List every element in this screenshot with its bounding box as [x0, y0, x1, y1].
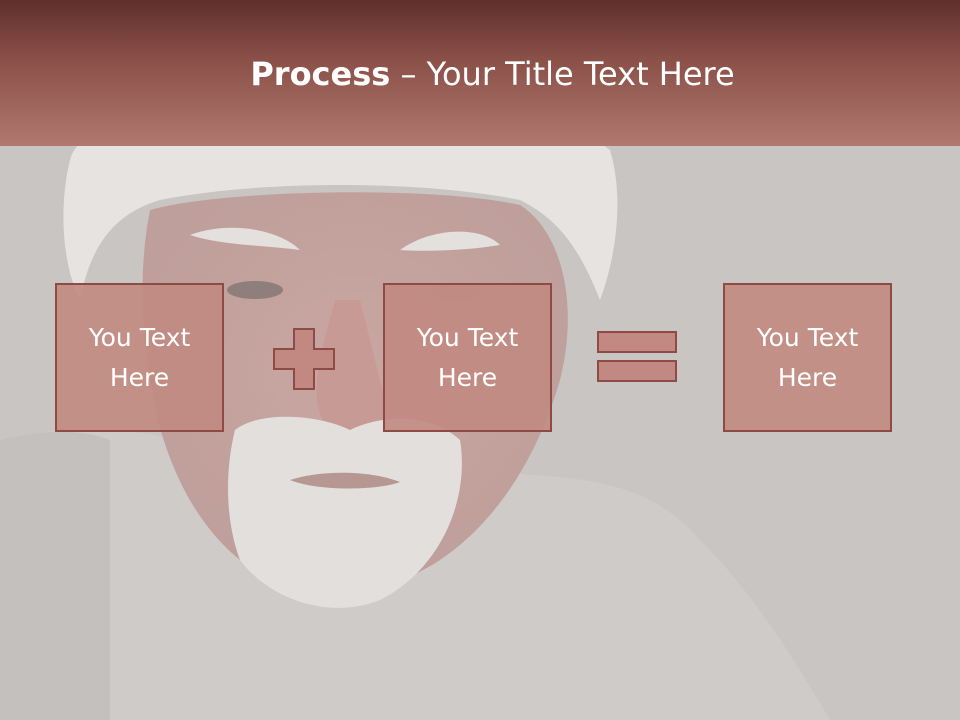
process-box-line-1: You Text	[416, 322, 519, 352]
title-rest: – Your Title Text Here	[390, 55, 735, 93]
equals-icon	[597, 331, 677, 382]
process-box-text: You Text Here	[417, 318, 519, 398]
title-bar	[0, 0, 960, 146]
title-bold: Process	[250, 55, 391, 93]
process-box-line-2: Here	[437, 362, 498, 392]
process-box-1[interactable]: You Text Here	[55, 283, 224, 432]
process-box-line-2: Here	[109, 362, 170, 392]
slide-title: Process – Your Title Text Here	[0, 52, 960, 96]
process-box-line-1: You Text	[756, 322, 859, 352]
process-box-line-1: You Text	[88, 322, 191, 352]
process-box-3[interactable]: You Text Here	[723, 283, 892, 432]
plus-icon	[273, 328, 335, 390]
process-box-text: You Text Here	[757, 318, 859, 398]
process-box-line-2: Here	[777, 362, 838, 392]
process-box-text: You Text Here	[89, 318, 191, 398]
process-box-2[interactable]: You Text Here	[383, 283, 552, 432]
